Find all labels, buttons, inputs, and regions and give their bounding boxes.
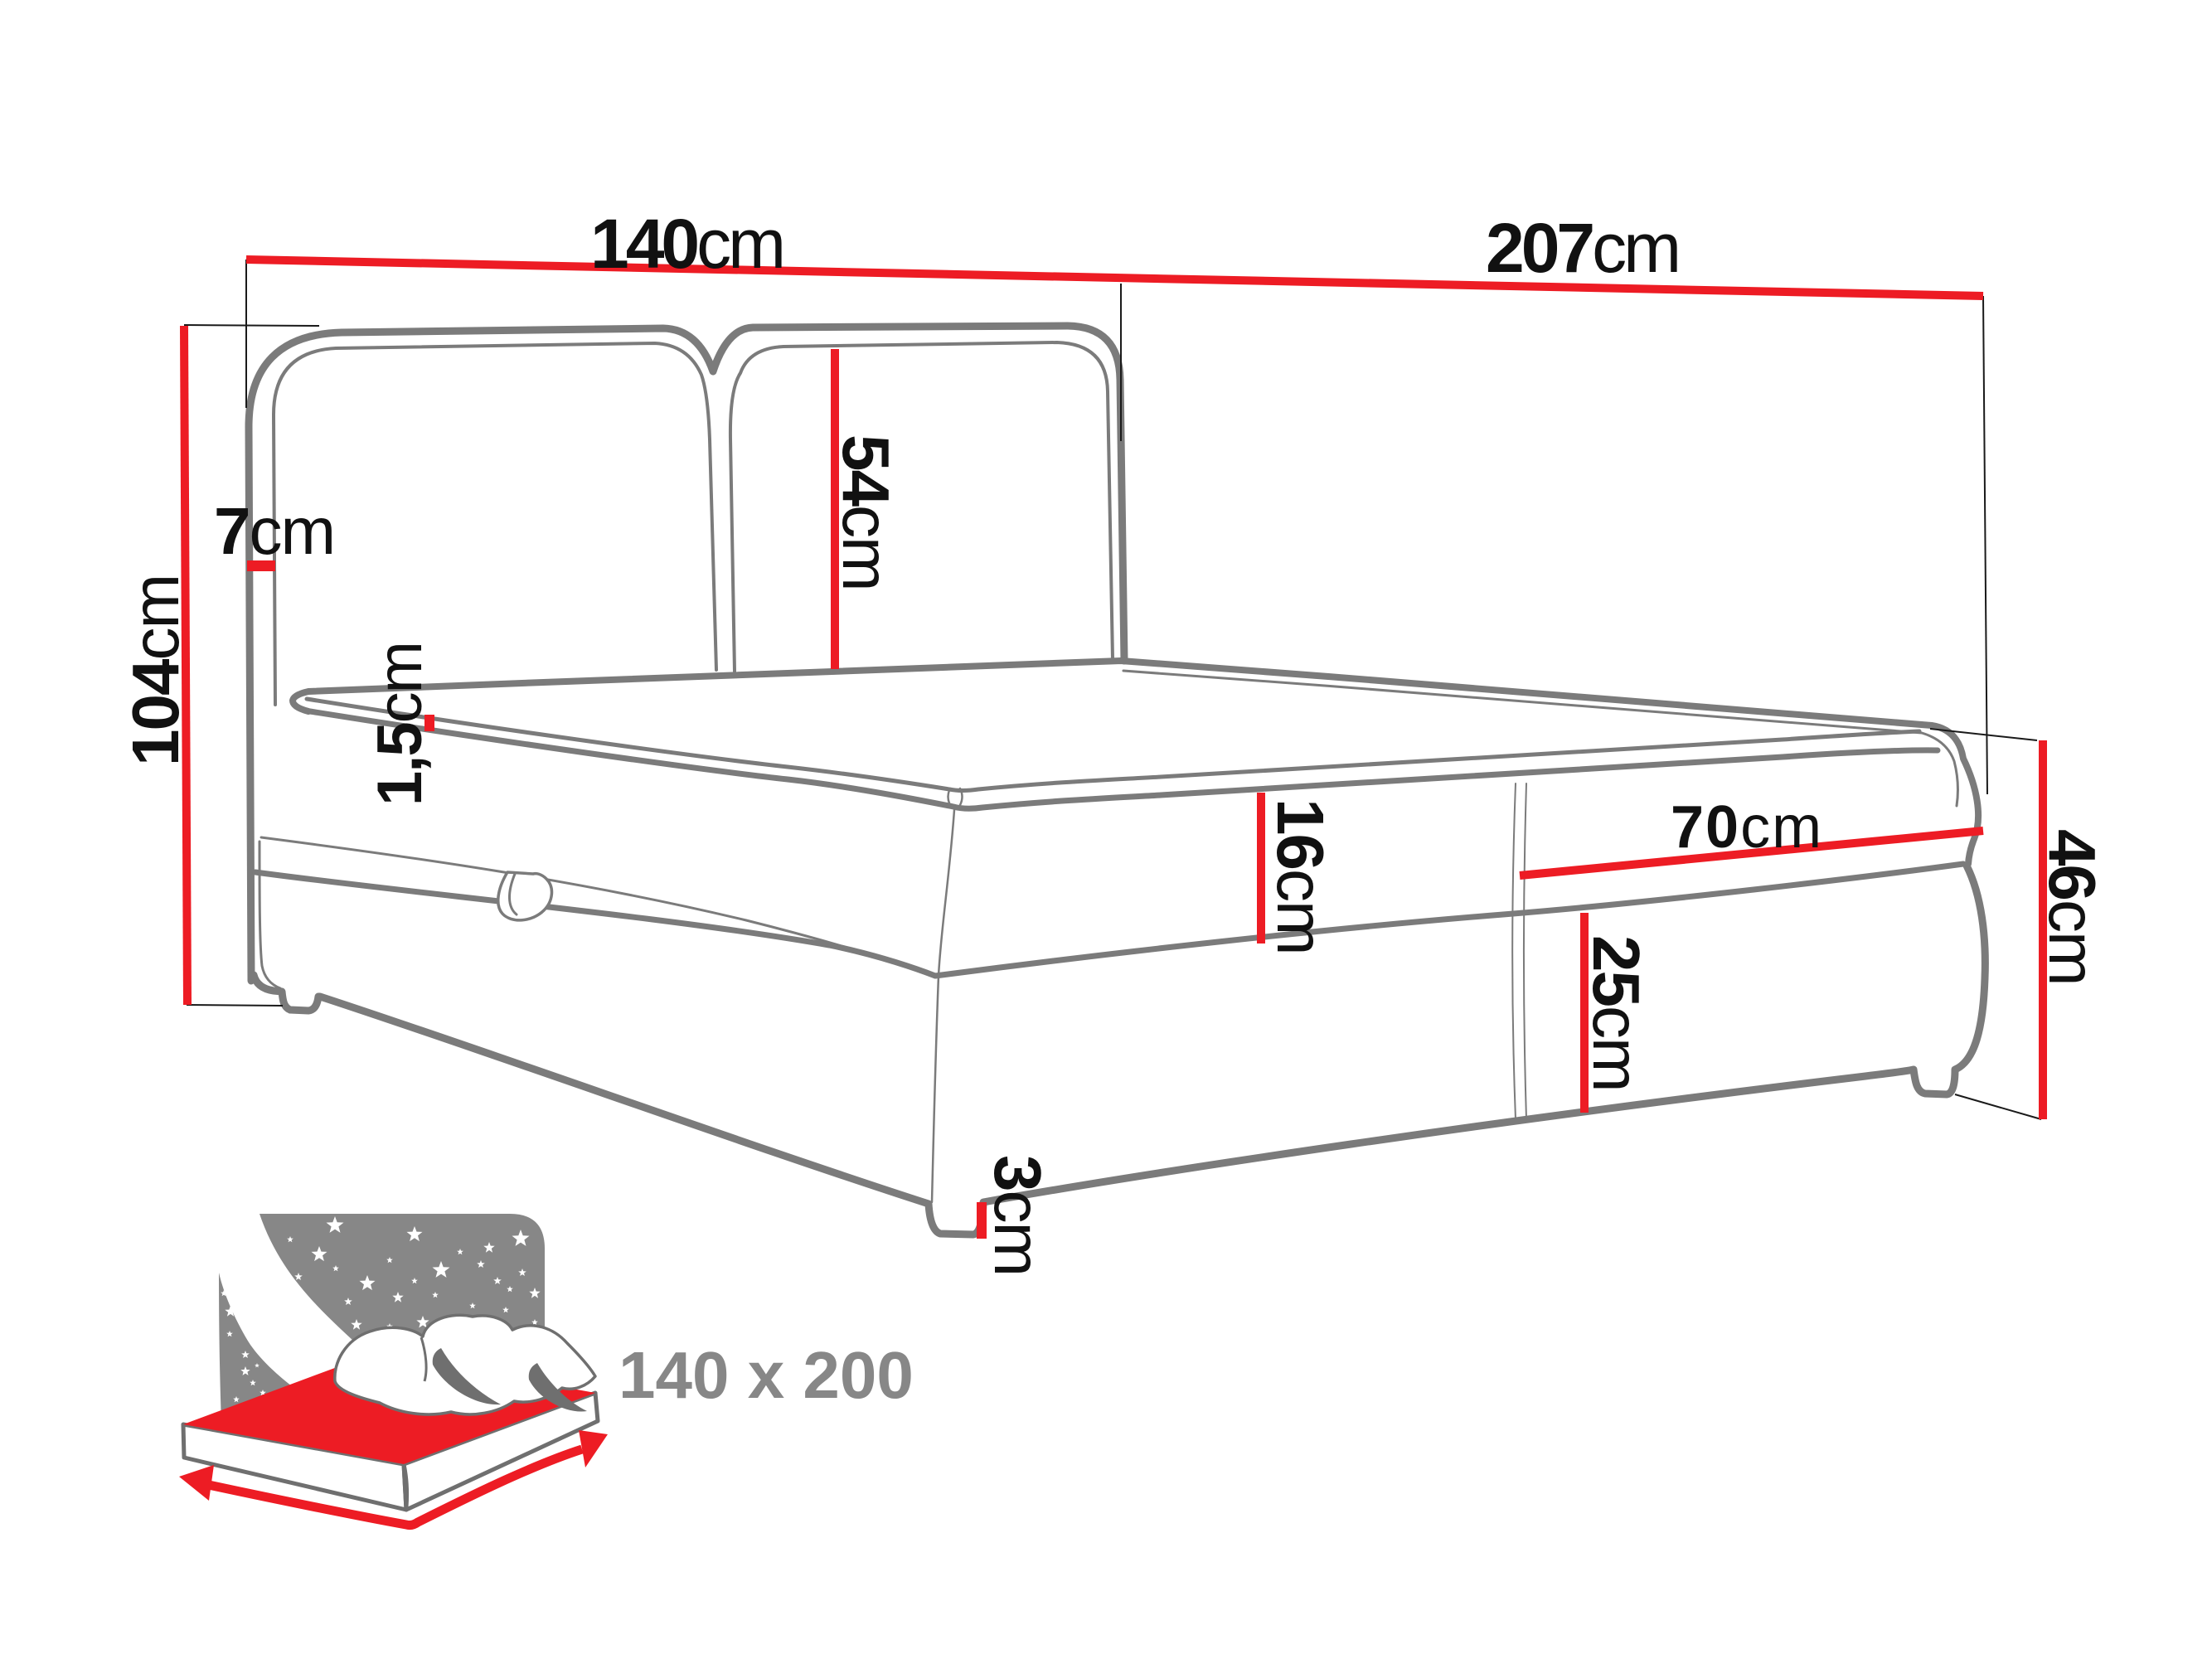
svg-text:70cm: 70cm [1671,794,1823,861]
svg-text:7cm: 7cm [214,494,334,568]
svg-text:16cm: 16cm [1264,798,1337,954]
svg-text:1,5cm: 1,5cm [365,643,435,806]
svg-text:54cm: 54cm [829,434,903,590]
svg-text:46cm: 46cm [2035,829,2109,985]
svg-text:207cm: 207cm [1486,209,1678,287]
svg-text:140 x 200: 140 x 200 [618,1338,914,1412]
svg-text:104cm: 104cm [119,575,192,766]
svg-text:25cm: 25cm [1579,935,1653,1091]
svg-text:3cm: 3cm [981,1155,1055,1275]
svg-text:140cm: 140cm [590,205,783,283]
